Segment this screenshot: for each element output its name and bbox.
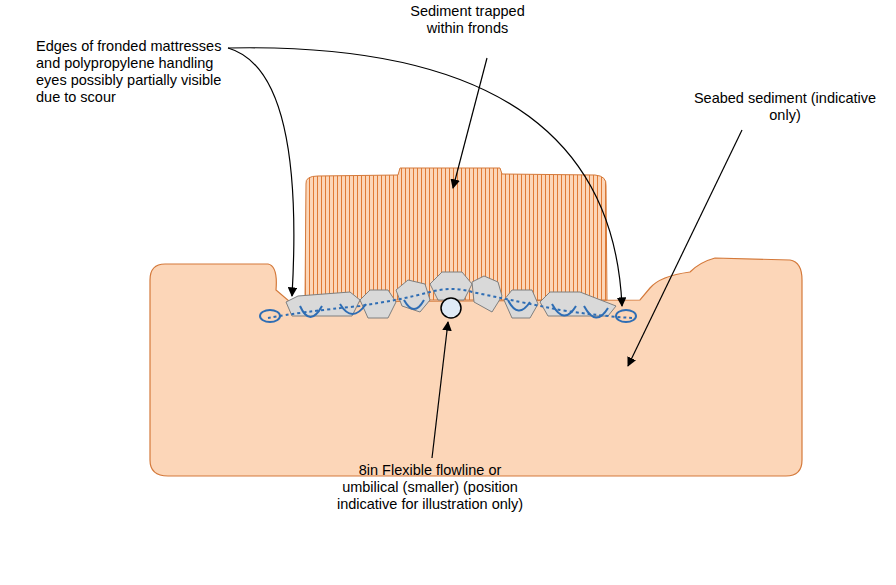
leader-lines (228, 48, 742, 458)
callout-note: Seabed sediment (indicative only) (690, 90, 880, 124)
frond-sediment (305, 168, 607, 300)
handling-eyes (260, 289, 636, 322)
seabed-sediment (150, 258, 802, 476)
flowline-section (441, 298, 461, 318)
callout-note: Sediment trapped within fronds (400, 3, 535, 37)
callout-note: Edges of fronded mattresses and polyprop… (36, 38, 241, 106)
callout-note: 8in Flexible flowline or umbilical (smal… (330, 462, 530, 513)
